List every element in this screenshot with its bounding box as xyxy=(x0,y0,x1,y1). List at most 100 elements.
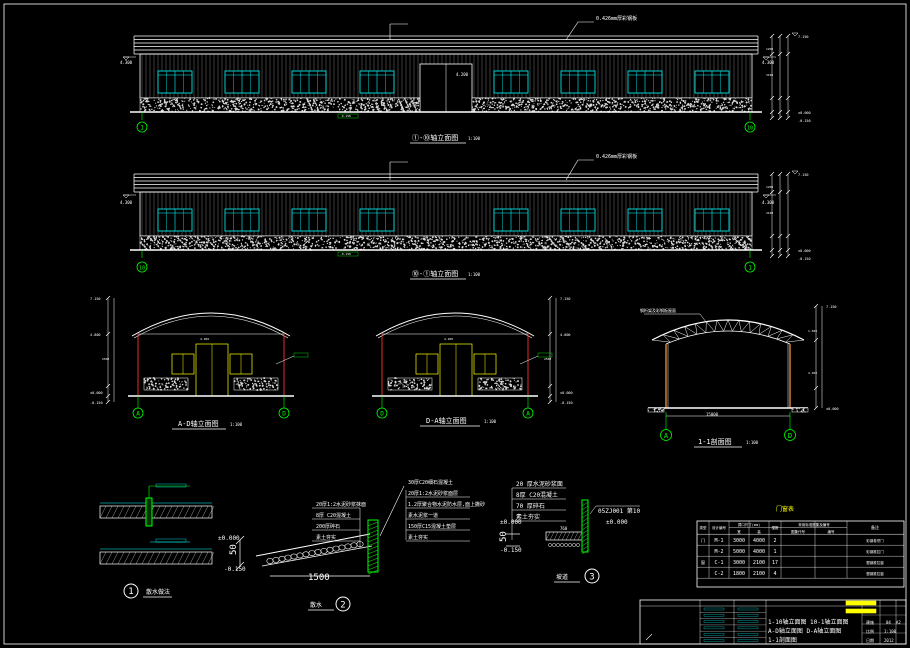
gravel-dot xyxy=(532,106,535,109)
dim-label-seg: 3100 xyxy=(766,211,773,215)
gravel-dot xyxy=(705,235,707,237)
gravel-dot xyxy=(517,103,519,105)
gravel-dot xyxy=(487,97,490,100)
gravel-dot xyxy=(179,385,181,387)
gravel-dot xyxy=(205,247,207,249)
gravel-dot xyxy=(316,243,319,246)
gravel-dot xyxy=(488,239,489,241)
gravel-dot xyxy=(644,245,646,248)
gravel-dot xyxy=(684,100,687,102)
gravel-dot xyxy=(717,100,719,102)
gravel-dot xyxy=(179,380,181,382)
arch-roof-inner xyxy=(133,315,289,339)
gravel-dot xyxy=(693,100,696,103)
gravel-dot xyxy=(675,241,678,244)
gravel-dot xyxy=(327,99,330,101)
gravel-dot xyxy=(252,236,254,238)
gravel-dot xyxy=(479,98,482,101)
gravel-dot xyxy=(178,105,181,107)
gravel-dot xyxy=(570,102,572,104)
gravel-dot xyxy=(408,388,411,390)
dim-tick xyxy=(813,303,819,309)
gravel-dot xyxy=(482,237,485,240)
gravel-dot xyxy=(413,106,415,108)
gravel-dot xyxy=(701,242,704,245)
gravel-dot xyxy=(359,236,361,239)
gravel-dot xyxy=(195,105,197,107)
gravel-dot xyxy=(507,239,509,241)
gravel-dot xyxy=(613,104,616,107)
gravel-dot xyxy=(747,247,750,249)
gravel-dot xyxy=(188,100,190,102)
gravel-dot xyxy=(527,108,529,110)
gravel-dot xyxy=(272,382,274,384)
gravel-dot xyxy=(552,98,555,101)
gravel-dot xyxy=(251,382,254,385)
gravel-dot xyxy=(540,240,542,241)
dim-label-seg: 1.500 xyxy=(808,329,817,333)
gravel-dot xyxy=(611,103,613,105)
elev-mid-title: ⑩-①轴立面图 xyxy=(412,269,458,278)
gravel-dot xyxy=(531,107,533,109)
gravel-dot xyxy=(492,107,495,109)
gravel-dot xyxy=(741,236,744,239)
gravel-dot xyxy=(522,99,525,102)
gravel-dot xyxy=(428,244,431,246)
gravel-dot xyxy=(200,241,203,244)
gravel-dot xyxy=(161,239,163,241)
gravel-dot xyxy=(720,109,723,111)
gravel-dot xyxy=(229,237,232,240)
gravel-dot xyxy=(384,245,385,247)
gravel-dot xyxy=(481,246,484,248)
gravel-dot xyxy=(649,101,651,104)
gravel-dot xyxy=(700,109,702,112)
gravel-dot xyxy=(238,386,241,388)
gravel-dot xyxy=(224,102,226,105)
gravel-dot xyxy=(691,109,694,112)
gravel-dot xyxy=(178,102,180,105)
gravel-dot xyxy=(663,240,665,242)
gravel-dot xyxy=(366,237,369,240)
gravel-dot xyxy=(370,106,372,108)
gravel-dot xyxy=(391,99,394,101)
gravel-dot xyxy=(679,236,681,238)
gravel-dot xyxy=(718,239,721,242)
gravel-dot xyxy=(163,388,166,390)
ground-label: -0.150 xyxy=(340,252,351,256)
slab-hatch xyxy=(189,505,197,519)
gravel-dot xyxy=(515,102,517,105)
gravel-dot xyxy=(144,380,147,382)
gravel-dot xyxy=(738,240,740,242)
gravel-dot xyxy=(258,105,261,107)
gravel-dot xyxy=(325,99,327,101)
gravel-dot xyxy=(567,236,570,239)
slab-hatch xyxy=(195,551,203,565)
gravel-dot xyxy=(587,105,589,107)
gravel-dot xyxy=(513,387,515,389)
gravel-dot xyxy=(623,237,626,239)
truss-web xyxy=(741,321,750,332)
gravel-dot xyxy=(637,103,640,106)
gravel-dot xyxy=(417,379,419,381)
gravel-dot xyxy=(304,235,306,237)
gravel-dot xyxy=(175,109,176,110)
detail3-right-note: 05ZJ001 第10 xyxy=(598,507,641,515)
gravel-dot xyxy=(397,383,399,385)
gravel-dot xyxy=(143,100,145,102)
gravel-dot xyxy=(597,101,599,104)
gravel-dot xyxy=(634,242,637,245)
gravel-dot xyxy=(213,98,215,100)
elev-mid-axis-right-bubble xyxy=(744,261,756,273)
gravel-dot xyxy=(622,241,625,244)
gravel-dot xyxy=(477,107,479,109)
gravel-dot xyxy=(662,247,665,250)
gravel-dot xyxy=(194,236,197,238)
gravel-dot xyxy=(711,237,712,239)
wall-hatch xyxy=(581,533,589,539)
axis-bubble xyxy=(522,407,534,419)
gravel-dot xyxy=(193,239,195,241)
gravel-dot xyxy=(546,247,548,249)
gravel-dot xyxy=(640,97,642,100)
gravel-dot xyxy=(198,238,201,241)
